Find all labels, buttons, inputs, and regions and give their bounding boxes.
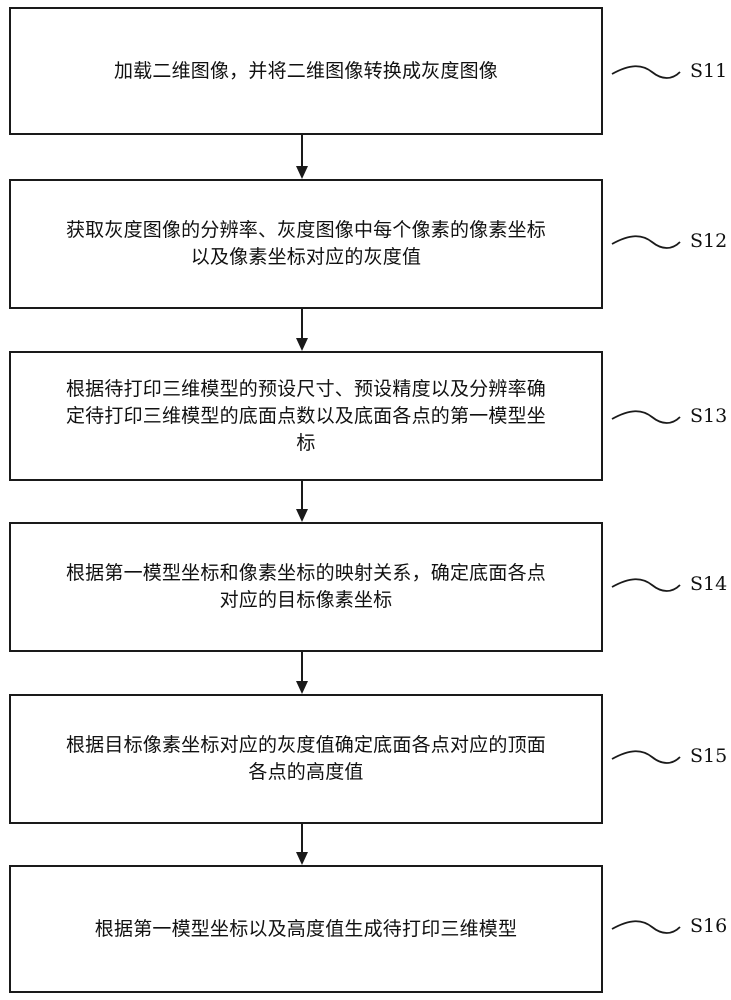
step-label-s12: S12 [690, 230, 728, 252]
step-text-s15: 根据目标像素坐标对应的灰度值确定底面各点对应的顶面 各点的高度值 [65, 734, 546, 783]
step-box-s16: 根据第一模型坐标以及高度值生成待打印三维模型 [9, 865, 603, 993]
flow-arrow-s13-s14 [296, 481, 308, 522]
step-box-s14: 根据第一模型坐标和像素坐标的映射关系，确定底面各点 对应的目标像素坐标 [9, 522, 603, 652]
step-box-s15: 根据目标像素坐标对应的灰度值确定底面各点对应的顶面 各点的高度值 [9, 694, 603, 824]
step-box-s11: 加载二维图像，并将二维图像转换成灰度图像 [9, 7, 603, 135]
flow-arrow-s15-s16 [296, 824, 308, 865]
step-text-s11: 加载二维图像，并将二维图像转换成灰度图像 [113, 59, 498, 82]
step-box-s13: 根据待打印三维模型的预设尺寸、预设精度以及分辨率确 定待打印三维模型的底面点数以… [9, 351, 603, 481]
step-text-s14: 根据第一模型坐标和像素坐标的映射关系，确定底面各点 对应的目标像素坐标 [65, 562, 546, 611]
step-label-s11: S11 [690, 60, 728, 82]
step-text-s12: 获取灰度图像的分辨率、灰度图像中每个像素的像素坐标 以及像素坐标对应的灰度值 [65, 219, 546, 268]
step-text-s16: 根据第一模型坐标以及高度值生成待打印三维模型 [94, 917, 518, 940]
step-label-s16: S16 [690, 915, 728, 937]
leader-line-s13 [611, 410, 681, 424]
step-label-s15: S15 [690, 745, 728, 767]
step-text-s13: 根据待打印三维模型的预设尺寸、预设精度以及分辨率确 定待打印三维模型的底面点数以… [65, 377, 546, 454]
step-label-s13: S13 [690, 405, 728, 427]
flow-arrow-s12-s13 [296, 309, 308, 351]
leader-line-s14 [611, 578, 681, 592]
step-box-s12: 获取灰度图像的分辨率、灰度图像中每个像素的像素坐标 以及像素坐标对应的灰度值 [9, 179, 603, 309]
leader-line-s16 [611, 920, 681, 934]
leader-line-s15 [611, 750, 681, 764]
leader-line-s11 [611, 65, 681, 79]
flow-arrow-s11-s12 [296, 135, 308, 179]
flow-arrow-s14-s15 [296, 652, 308, 694]
leader-line-s12 [611, 235, 681, 249]
step-label-s14: S14 [690, 573, 728, 595]
